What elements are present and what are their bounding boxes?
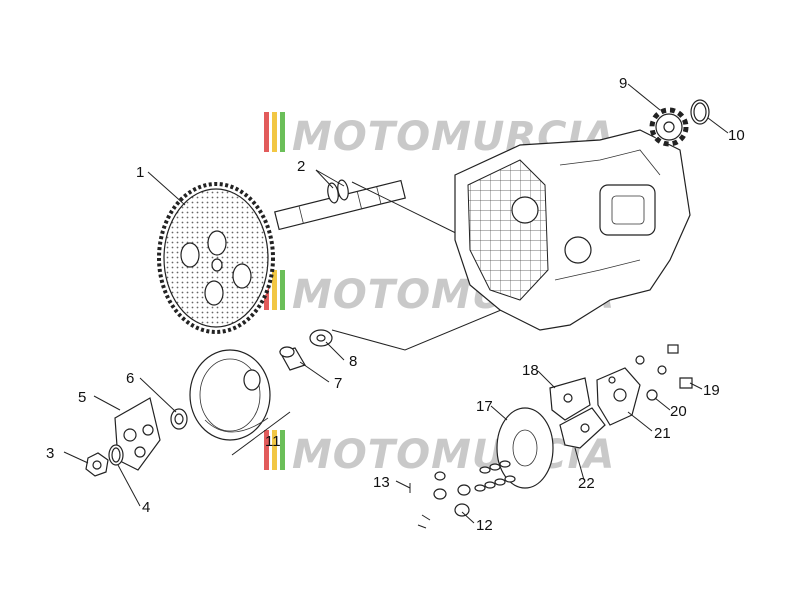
watermark-stripe-red [264, 112, 269, 152]
part-5-clutch-plate [114, 397, 161, 471]
cylinder-port [599, 184, 656, 236]
gear-hole [207, 230, 227, 256]
part-12-bolts [433, 471, 471, 517]
watermark-text: MOTOMURCIA [292, 432, 615, 478]
clutch-bell-hub [243, 369, 261, 391]
label-part-20: 20 [670, 403, 687, 420]
label-part-10: 10 [728, 127, 745, 144]
watermark-stripe-green [280, 430, 285, 470]
label-part-4: 4 [142, 499, 150, 516]
crankcase [454, 129, 691, 331]
watermark-stripe-green [280, 112, 285, 152]
springs [474, 460, 516, 492]
part-1-gear-shaft [157, 179, 406, 334]
watermark-bottom: MOTOMURCIA [264, 430, 615, 478]
part-9-sprocket [649, 107, 689, 147]
watermark-stripe-yellow [272, 270, 277, 310]
label-part-7: 7 [334, 375, 342, 392]
label-part-2: 2 [297, 158, 305, 175]
label-part-9: 9 [619, 75, 627, 92]
label-part-13: 13 [373, 474, 390, 491]
leader-line-8-case [331, 299, 526, 351]
watermark-stripe-yellow [272, 430, 277, 470]
watermark-stripe-red [264, 430, 269, 470]
gear-hole [204, 280, 224, 306]
part-8-washer [309, 329, 333, 347]
gear-hole [180, 242, 200, 268]
crankcase-bore [564, 236, 592, 264]
part-4-circlip [108, 444, 124, 466]
label-part-17: 17 [476, 398, 493, 415]
watermark-stripe-green [280, 270, 285, 310]
crankcase-bore [511, 196, 539, 224]
part-19-screw [679, 377, 693, 389]
gear-disc [163, 188, 269, 328]
label-part-5: 5 [78, 389, 86, 406]
label-part-11: 11 [265, 433, 281, 450]
part-2-circlips [327, 179, 349, 204]
label-part-18: 18 [522, 362, 539, 379]
label-part-19: 19 [703, 382, 720, 399]
leader-line-2-case [351, 181, 471, 241]
part-13-pins [409, 483, 431, 529]
part-10-circlip [690, 99, 710, 125]
part-17-clutch-assembly [474, 407, 554, 492]
gear-hub [211, 258, 223, 272]
part-22-clutch-shoe [559, 407, 606, 449]
part-6-washer [170, 408, 188, 430]
leader-lines [63, 83, 729, 524]
small-hardware [635, 344, 679, 375]
part-labels: 1 2 3 4 5 6 7 8 9 10 11 12 13 17 18 19 2… [46, 75, 745, 534]
label-part-1: 1 [136, 164, 144, 181]
label-part-12: 12 [476, 517, 493, 534]
label-part-6: 6 [126, 370, 134, 387]
label-part-22: 22 [578, 475, 595, 492]
leader-bracket-11 [231, 411, 291, 456]
label-part-3: 3 [46, 445, 54, 462]
watermark-stripe-yellow [272, 112, 277, 152]
gear-hole [232, 263, 252, 289]
part-3-nut [85, 452, 109, 477]
part-20-nut [646, 389, 658, 401]
clutch-bell [189, 349, 271, 441]
part-7-bushing [279, 346, 306, 371]
part-18-clutch-shoe [549, 377, 591, 421]
label-part-8: 8 [349, 353, 357, 370]
label-part-21: 21 [654, 425, 671, 442]
